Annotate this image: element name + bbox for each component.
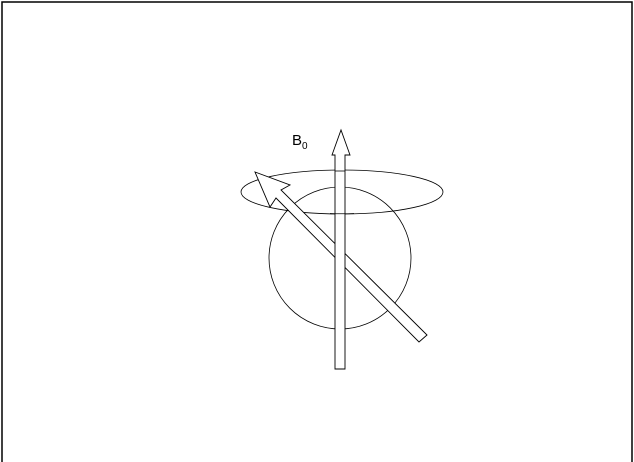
b0-label: B0 (292, 133, 308, 152)
b0-label-main: B (292, 132, 302, 149)
b0-label-subscript: 0 (302, 141, 308, 152)
b0-field-arrow (332, 130, 350, 369)
